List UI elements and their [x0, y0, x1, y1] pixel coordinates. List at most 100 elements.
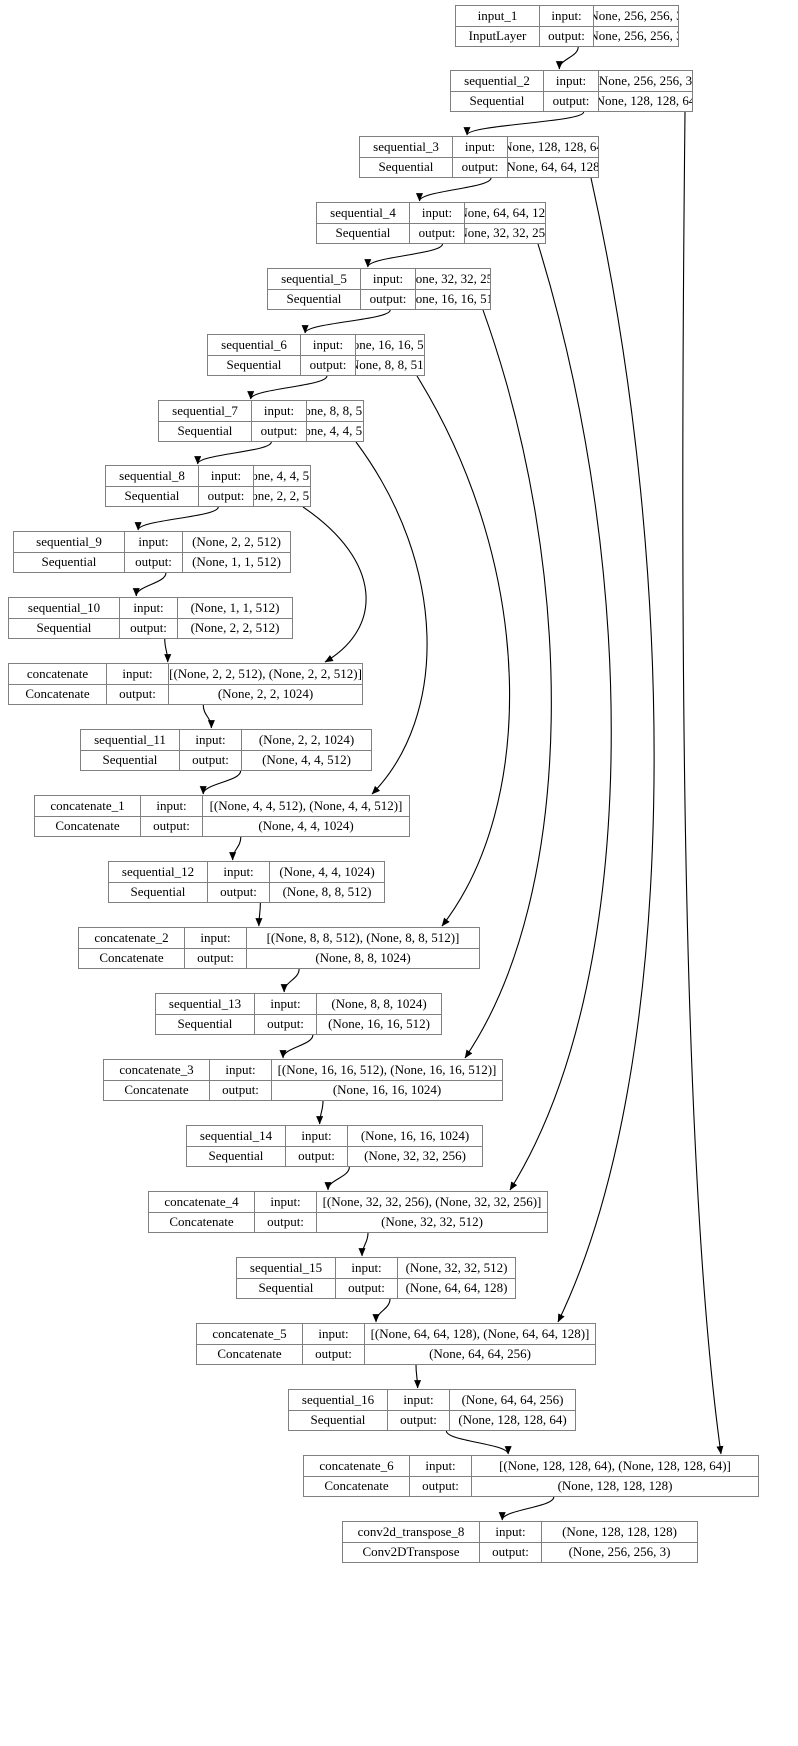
node-output-shape: (None, 128, 128, 128): [557, 1478, 673, 1494]
node-layer-name: sequential_9: [14, 532, 125, 552]
node-input-shape: (None, 16, 16, 512): [356, 336, 424, 352]
node-layer-class: Sequential: [451, 91, 544, 111]
node-input-shape: (None, 128, 128, 128): [562, 1523, 677, 1539]
node-input-label: input:: [210, 1060, 272, 1080]
node-layer-name: concatenate_2: [79, 928, 185, 948]
node-input-label: input:: [388, 1390, 450, 1410]
node-output-shape: (None, 8, 8, 1024): [315, 950, 411, 966]
node-input-shape: (None, 4, 4, 1024): [279, 863, 375, 879]
node-output-shape: (None, 16, 16, 512): [416, 291, 490, 307]
node-output-label: output:: [208, 882, 270, 902]
node-layer-name: sequential_14: [187, 1126, 286, 1146]
node-output-shape: (None, 64, 64, 128): [405, 1280, 508, 1296]
node-input-label: input:: [410, 203, 465, 223]
node-input-label: input:: [125, 532, 183, 552]
node-layer-name: sequential_5: [268, 269, 361, 289]
node-input-shape: [(None, 4, 4, 512), (None, 4, 4, 512)]: [209, 797, 403, 813]
edge-sequential_5-to-concatenate_3: [464, 309, 552, 1059]
node-layer-name: sequential_7: [159, 401, 252, 421]
node-input-shape: (None, 128, 128, 64): [508, 138, 598, 154]
node-layer-class: Sequential: [360, 157, 453, 177]
edge-sequential_8-to-concatenate: [302, 506, 367, 663]
node-output-label: output:: [480, 1542, 542, 1562]
node-layer-class: Concatenate: [304, 1476, 410, 1496]
edge-sequential_7-to-concatenate_1: [355, 441, 428, 795]
edge-sequential_3-to-concatenate_5: [557, 177, 655, 1323]
edge-concatenate_1-to-sequential_12: [229, 836, 242, 861]
edge-sequential_14-to-concatenate_4: [324, 1166, 350, 1191]
node-output-shape: (None, 4, 4, 512): [307, 423, 363, 439]
node-input-shape: (None, 8, 8, 1024): [331, 995, 427, 1011]
node-input-label: input:: [199, 466, 254, 486]
node-layer-class: Sequential: [237, 1278, 336, 1298]
edge-sequential_6-to-concatenate_2: [416, 375, 511, 927]
node-output-label: output:: [410, 223, 465, 243]
node-layer-name: sequential_4: [317, 203, 410, 223]
node-output-label: output:: [336, 1278, 398, 1298]
node-input-shape: (None, 1, 1, 512): [190, 599, 280, 615]
edge-sequential_16-to-concatenate_6: [445, 1430, 512, 1455]
edge-concatenate-to-sequential_11: [202, 704, 215, 729]
node-layer-class: Sequential: [156, 1014, 255, 1034]
node-input-label: input:: [255, 994, 317, 1014]
node-output-shape: (None, 4, 4, 512): [262, 752, 351, 768]
node-output-shape: (None, 128, 128, 64): [599, 93, 692, 109]
node-layer-name: sequential_15: [237, 1258, 336, 1278]
node-output-shape: (None, 8, 8, 512): [282, 884, 372, 900]
node-layer-class: Sequential: [289, 1410, 388, 1430]
node-input-label: input:: [410, 1456, 472, 1476]
node-output-label: output:: [255, 1014, 317, 1034]
node-layer-name: sequential_6: [208, 335, 301, 355]
edge-concatenate_6-to-conv2d_transpose_8: [498, 1496, 555, 1521]
node-output-shape: (None, 32, 32, 256): [465, 225, 545, 241]
node-output-label: output:: [199, 486, 254, 506]
node-input-label: input:: [540, 6, 594, 26]
node-input-shape: (None, 256, 256, 3): [599, 72, 692, 88]
node-layer-class: Concatenate: [104, 1080, 210, 1100]
node-output-label: output:: [453, 157, 508, 177]
node-input-label: input:: [453, 137, 508, 157]
node-layer-class: Conv2DTranspose: [343, 1542, 480, 1562]
node-input-label: input:: [480, 1522, 542, 1542]
node-layer-class: Sequential: [109, 882, 208, 902]
node-layer-name: sequential_13: [156, 994, 255, 1014]
node-layer-class: Sequential: [159, 421, 252, 441]
node-output-shape: (None, 128, 128, 64): [458, 1412, 567, 1428]
